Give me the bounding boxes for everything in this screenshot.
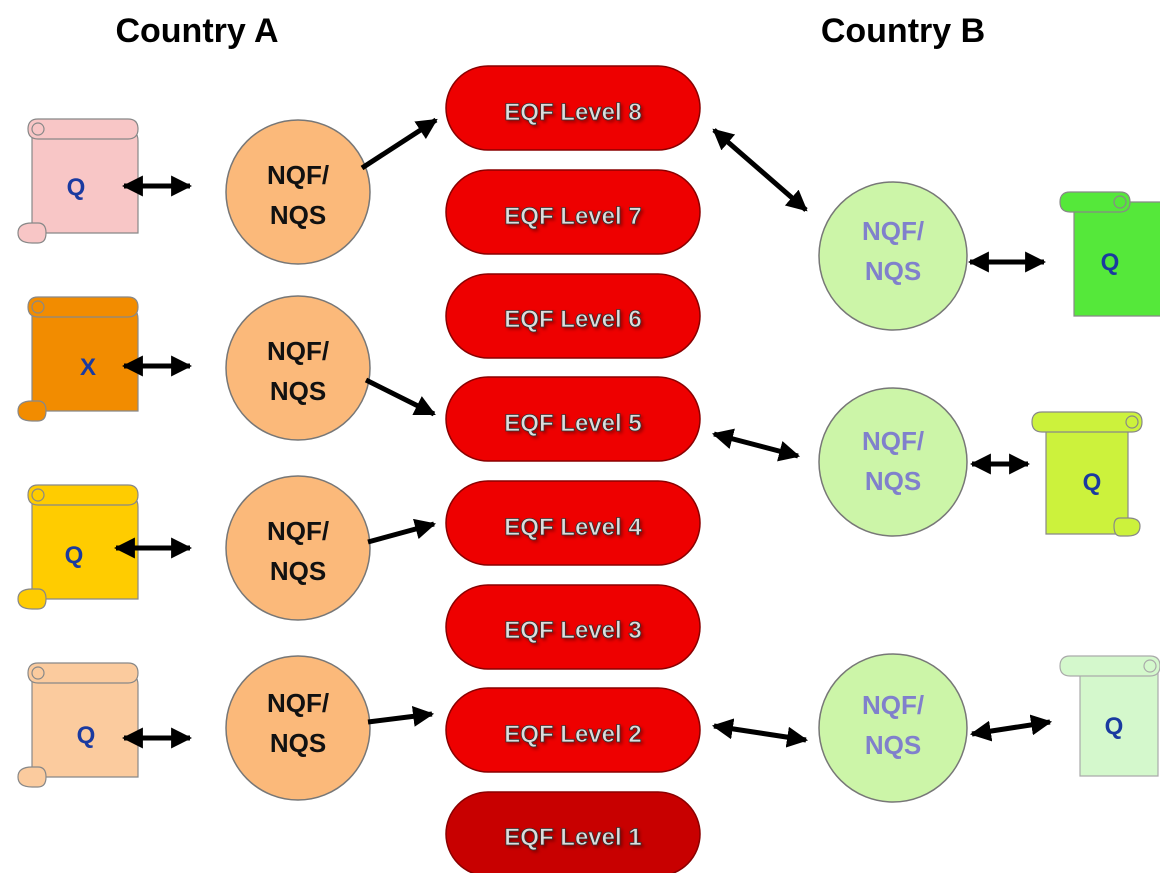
country-a-qualification-scroll: X	[17, 296, 139, 422]
framework-label-line1: NQF/	[267, 516, 329, 546]
framework-eqf-arrow	[367, 705, 435, 727]
framework-label-line1: NQF/	[862, 426, 924, 456]
framework-label-line2: NQS	[865, 256, 921, 286]
qualification-letter: Q	[65, 542, 84, 569]
eqf-level-label: EQF Level 3	[504, 617, 641, 644]
eqf-level-label: EQF Level 6	[504, 306, 641, 333]
eqf-level-7: EQF Level 7	[445, 169, 701, 255]
framework-eqf-arrow	[364, 377, 436, 417]
eqf-level-label: EQF Level 1	[504, 824, 641, 851]
country-b-title: Country B	[821, 12, 985, 50]
framework-eqf-arrow	[360, 117, 438, 171]
framework-label-line2: NQS	[865, 466, 921, 496]
eqf-level-stack: EQF Level 8 EQF Level 7 EQF Level 6 EQF …	[445, 65, 701, 873]
qualification-letter: Q	[1105, 713, 1124, 740]
framework-label-line1: NQF/	[862, 690, 924, 720]
qualification-letter: Q	[67, 174, 86, 201]
framework-scroll-arrow	[969, 714, 1053, 742]
country-a-group: Q NQF/ NQS X NQF/ NQS	[17, 117, 438, 801]
framework-label-line2: NQS	[270, 376, 326, 406]
framework-label-line2: NQS	[270, 728, 326, 758]
framework-label-line1: NQF/	[862, 216, 924, 246]
framework-label-line2: NQS	[865, 730, 921, 760]
country-a-framework-circle: NQF/ NQS	[225, 119, 371, 265]
framework-label-line1: NQF/	[267, 688, 329, 718]
country-b-framework-circle: NQF/ NQS	[818, 387, 968, 537]
eqf-level-2: EQF Level 2	[445, 687, 701, 773]
country-b-qualification-scroll: Q	[1059, 655, 1160, 777]
eqf-level-4: EQF Level 4	[445, 480, 701, 566]
qualification-letter: Q	[77, 722, 96, 749]
country-a-qualification-scroll: Q	[17, 118, 139, 244]
eqf-framework-arrow	[712, 128, 808, 212]
qualification-letter: Q	[1083, 469, 1102, 496]
framework-label-line2: NQS	[270, 200, 326, 230]
framework-eqf-arrow	[367, 518, 437, 545]
country-a-qualification-scroll: Q	[17, 662, 139, 788]
eqf-level-3: EQF Level 3	[445, 584, 701, 670]
eqf-level-1: EQF Level 1	[445, 791, 701, 873]
country-b-framework-circle: NQF/ NQS	[818, 181, 968, 331]
eqf-level-8: EQF Level 8	[445, 65, 701, 151]
country-b-qualification-scroll: Q	[1059, 191, 1160, 317]
qualification-letter: X	[80, 354, 96, 381]
eqf-level-5: EQF Level 5	[445, 376, 701, 462]
framework-label-line1: NQF/	[267, 336, 329, 366]
eqf-framework-arrow	[711, 428, 801, 462]
country-a-title: Country A	[115, 12, 278, 50]
framework-label-line2: NQS	[270, 556, 326, 586]
country-b-qualification-scroll: Q	[1031, 411, 1143, 537]
framework-label-line1: NQF/	[267, 160, 329, 190]
qualification-letter: Q	[1101, 249, 1120, 276]
eqf-framework-arrow	[711, 718, 809, 748]
eqf-level-label: EQF Level 2	[504, 721, 641, 748]
country-a-qualification-scroll: Q	[17, 484, 139, 610]
country-a-framework-circle: NQF/ NQS	[225, 655, 371, 801]
country-a-framework-circle: NQF/ NQS	[225, 475, 371, 621]
eqf-level-label: EQF Level 4	[504, 514, 642, 541]
eqf-level-label: EQF Level 7	[504, 203, 641, 230]
eqf-level-6: EQF Level 6	[445, 273, 701, 359]
country-b-framework-circle: NQF/ NQS	[818, 653, 968, 803]
eqf-level-label: EQF Level 8	[504, 99, 641, 126]
country-b-group: NQF/ NQS Q NQF/ NQS Q NQF/	[711, 128, 1160, 803]
eqf-level-label: EQF Level 5	[504, 410, 641, 437]
country-a-framework-circle: NQF/ NQS	[225, 295, 371, 441]
